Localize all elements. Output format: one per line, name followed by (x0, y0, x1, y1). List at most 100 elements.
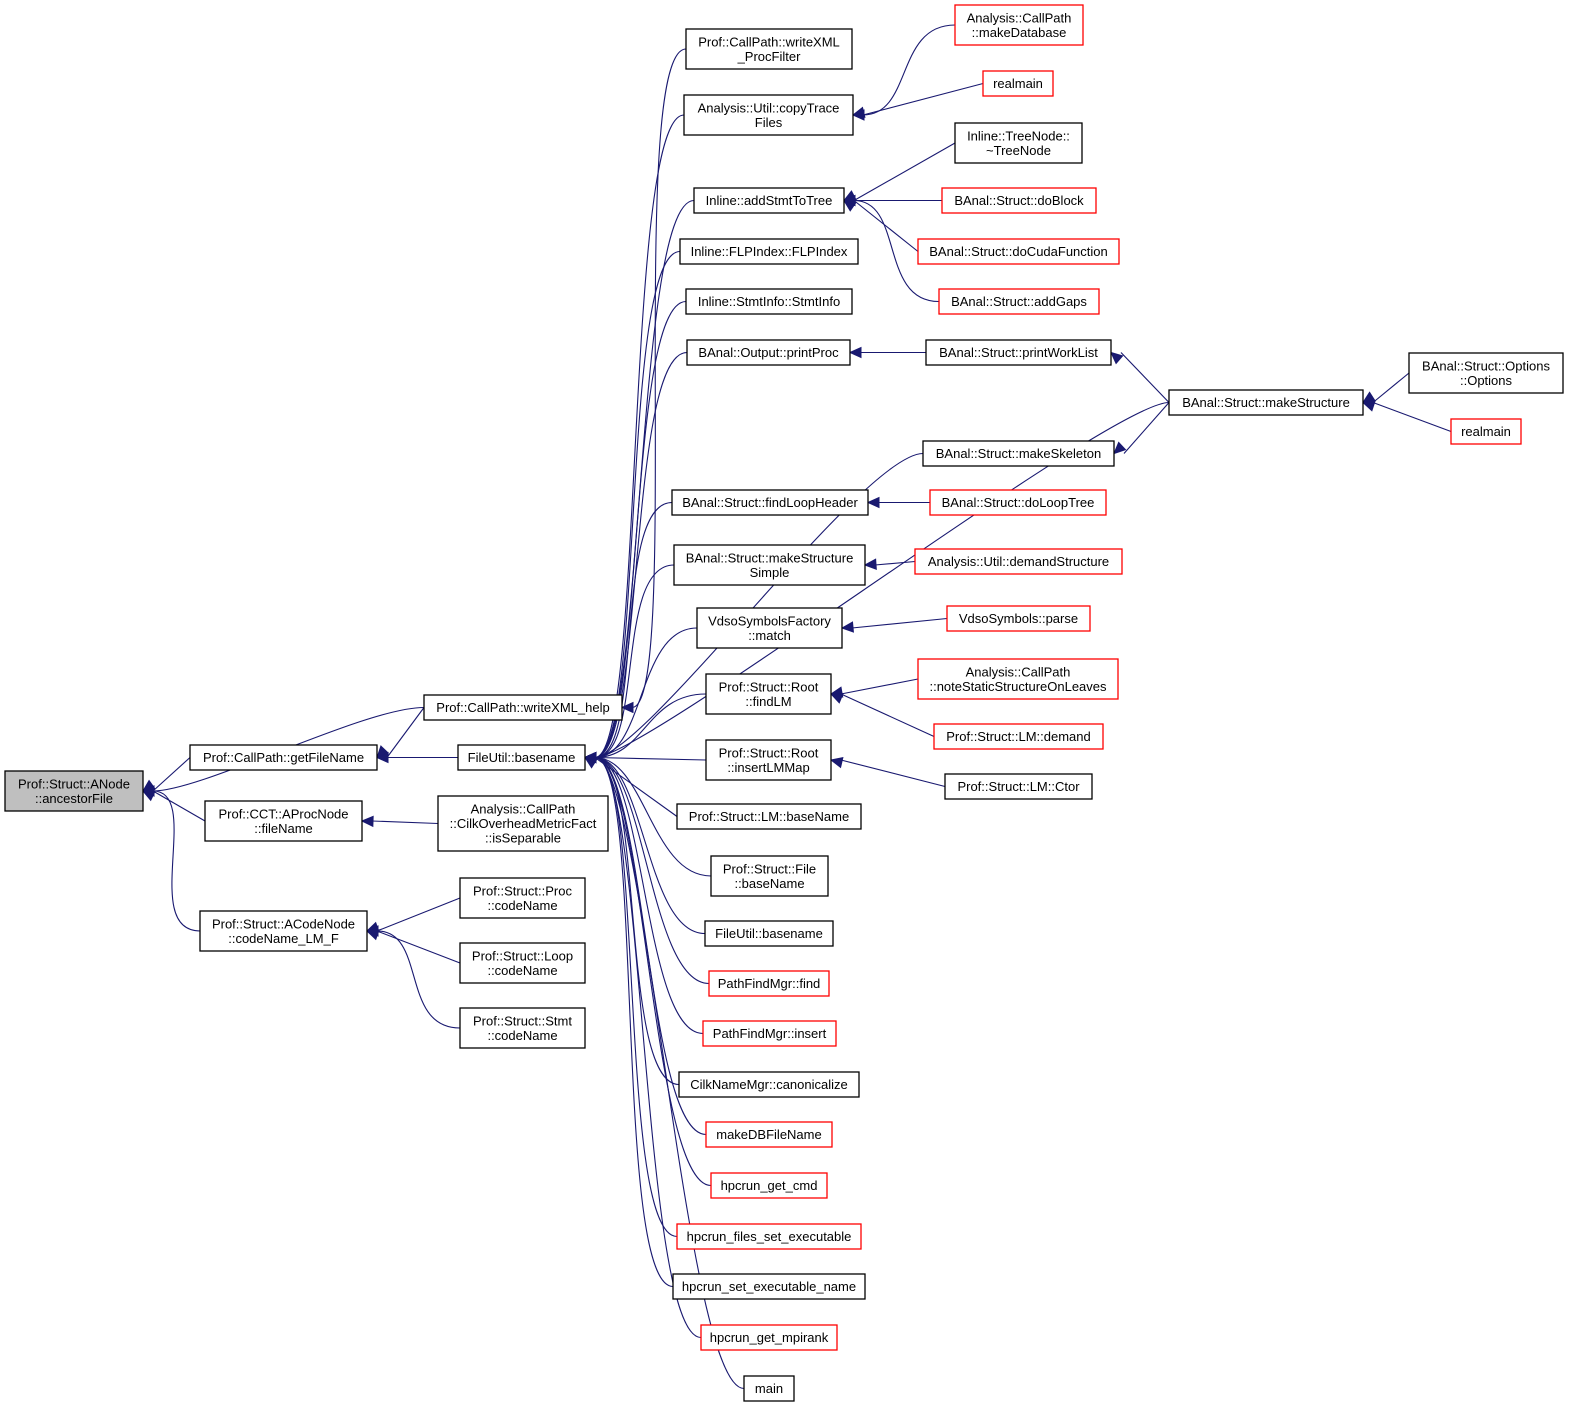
edge-line (594, 627, 698, 759)
edge-stmtCodeName-to-codeNameLMF (365, 925, 461, 1029)
graph-node-hpcrunGetMpirank[interactable]: hpcrun_get_mpirank (700, 1324, 838, 1351)
edge-makeStructure-to-printWorkList (1110, 351, 1170, 403)
node-box (1450, 418, 1522, 445)
node-box (672, 1273, 866, 1300)
node-label: main (755, 1381, 783, 1396)
graph-node-pfmFind[interactable]: PathFindMgr::find (708, 970, 830, 997)
graph-node-writeXML_help[interactable]: Prof::CallPath::writeXML_help (423, 694, 623, 721)
graph-node-isSeparable[interactable]: Analysis::CallPath::CilkOverheadMetricFa… (437, 795, 609, 852)
graph-node-loopCodeName[interactable]: Prof::Struct::Loop::codeName (459, 942, 586, 984)
graph-node-makeDBFileName[interactable]: makeDBFileName (705, 1121, 833, 1148)
node-label: Prof::Struct::Loop (472, 948, 573, 963)
graph-node-findLoopHeader[interactable]: BAnal::Struct::findLoopHeader (671, 489, 869, 516)
graph-node-cilkCanon[interactable]: CilkNameMgr::canonicalize (678, 1071, 860, 1098)
graph-node-makeSkeleton[interactable]: BAnal::Struct::makeSkeleton (922, 440, 1115, 467)
node-box (914, 548, 1123, 575)
node-box (204, 800, 363, 842)
node-box (705, 739, 832, 781)
node-box (708, 970, 830, 997)
graph-node-hpcrunGetCmd[interactable]: hpcrun_get_cmd (710, 1172, 828, 1199)
edge-line (1120, 352, 1170, 403)
edge-line (594, 351, 688, 759)
edge-makeStructureSimple-to-fuBasename (583, 564, 675, 764)
node-box (705, 1121, 833, 1148)
graph-node-main[interactable]: main (743, 1375, 795, 1402)
graph-node-makeDatabase[interactable]: Analysis::CallPath::makeDatabase (954, 4, 1084, 46)
node-label: realmain (993, 76, 1043, 91)
graph-node-lmCtor[interactable]: Prof::Struct::LM::Ctor (944, 773, 1093, 800)
edge-line (594, 756, 745, 1390)
graph-node-options[interactable]: BAnal::Struct::Options::Options (1408, 352, 1564, 394)
edge-line (152, 790, 201, 932)
graph-node-stmtInfo[interactable]: Inline::StmtInfo::StmtInfo (685, 288, 853, 315)
graph-node-insertLMMap[interactable]: Prof::Struct::Root::insertLMMap (705, 739, 832, 781)
node-box (946, 605, 1091, 632)
node-label: Prof::Struct::Proc (473, 883, 572, 898)
node-label: Prof::Struct::LM::baseName (689, 809, 849, 824)
node-label: Analysis::CallPath (471, 802, 576, 817)
edge-fuBasename-to-getFileName (375, 751, 458, 764)
graph-node-flpIndex[interactable]: Inline::FLPIndex::FLPIndex (679, 238, 859, 265)
graph-node-realmain1[interactable]: realmain (982, 70, 1054, 97)
node-label: BAnal::Struct::doCudaFunction (929, 244, 1108, 259)
node-label: VdsoSymbolsFactory (708, 613, 831, 628)
graph-node-aprocFileName[interactable]: Prof::CCT::AProcNode::fileName (204, 800, 363, 842)
graph-node-noteStatic[interactable]: Analysis::CallPath::noteStaticStructureO… (917, 658, 1119, 700)
node-box (693, 187, 845, 214)
graph-node-realmain2[interactable]: realmain (1450, 418, 1522, 445)
edge-line (840, 693, 935, 738)
arrowhead-icon (848, 346, 862, 359)
graph-node-fuBasename[interactable]: FileUtil::basename (457, 744, 586, 771)
graph-node-lmBaseName[interactable]: Prof::Struct::LM::baseName (676, 803, 862, 830)
arrowhead-icon (863, 558, 877, 570)
node-box (4, 770, 144, 812)
node-box (704, 920, 834, 947)
graph-node-getFileName[interactable]: Prof::CallPath::getFileName (189, 744, 378, 771)
graph-node-fileBaseName[interactable]: Prof::Struct::File::baseName (710, 855, 829, 897)
graph-node-addStmtToTree[interactable]: Inline::addStmtToTree (693, 187, 845, 214)
edge-line (594, 756, 710, 985)
node-label: Prof::Struct::Root (719, 745, 819, 760)
graph-node-hpcrunSetExeName[interactable]: hpcrun_set_executable_name (672, 1273, 866, 1300)
edge-line (594, 756, 706, 935)
graph-node-doBlock[interactable]: BAnal::Struct::doBlock (941, 187, 1097, 214)
graph-node-pfmInsert[interactable]: PathFindMgr::insert (702, 1020, 837, 1047)
graph-node-vdsoMatch[interactable]: VdsoSymbolsFactory::match (696, 607, 843, 649)
node-label: PathFindMgr::insert (713, 1026, 827, 1041)
graph-node-printProc[interactable]: BAnal::Output::printProc (686, 339, 851, 366)
graph-node-fuBasename2[interactable]: FileUtil::basename (704, 920, 834, 947)
graph-node-makeStructure[interactable]: BAnal::Struct::makeStructure (1168, 389, 1364, 416)
node-label: Prof::CCT::AProcNode (218, 806, 348, 821)
graph-node-writeXMLProcFilter[interactable]: Prof::CallPath::writeXML_ProcFilter (685, 28, 853, 70)
arrowhead-icon (375, 751, 389, 764)
node-box (459, 1007, 586, 1049)
graph-node-demandStructure[interactable]: Analysis::Util::demandStructure (914, 548, 1123, 575)
arrowhead-icon (866, 496, 880, 509)
edge-realmain1-to-copyTraceFiles (851, 82, 984, 118)
graph-node-doLoopTree[interactable]: BAnal::Struct::doLoopTree (929, 489, 1107, 516)
node-box (683, 94, 854, 136)
edge-procCodeName-to-codeNameLMF (365, 897, 461, 933)
graph-node-procCodeName[interactable]: Prof::Struct::Proc::codeName (459, 877, 586, 919)
graph-node-codeNameLMF[interactable]: Prof::Struct::ACodeNode::codeName_LM_F (199, 910, 368, 952)
graph-node-stmtCodeName[interactable]: Prof::Struct::Stmt::codeName (459, 1007, 586, 1049)
arrowhead-icon (141, 785, 155, 797)
graph-node-doCudaFunction[interactable]: BAnal::Struct::doCudaFunction (917, 238, 1120, 265)
graph-node-findLM[interactable]: Prof::Struct::Root::findLM (705, 673, 832, 715)
edge-demandStructure-to-makeStructureSimple (863, 558, 916, 570)
graph-node-hpcrunFilesSetExe[interactable]: hpcrun_files_set_executable (676, 1223, 862, 1250)
graph-node-ancestorFile: Prof::Struct::ANode::ancestorFile (4, 770, 144, 812)
graph-node-addGaps[interactable]: BAnal::Struct::addGaps (938, 288, 1100, 315)
edge-options-to-makeStructure (1361, 372, 1410, 404)
edge-line (152, 790, 206, 822)
graph-node-vdsoParse[interactable]: VdsoSymbols::parse (946, 605, 1091, 632)
graph-node-lmDemand[interactable]: Prof::Struct::LM::demand (933, 723, 1104, 750)
edge-line (152, 757, 191, 792)
edge-noteStatic-to-findLM (829, 678, 919, 698)
graph-node-printWorkList[interactable]: BAnal::Struct::printWorkList (925, 339, 1112, 366)
node-label: BAnal::Struct::makeStructure (1182, 395, 1350, 410)
graph-node-treeNodeDtor[interactable]: Inline::TreeNode::~TreeNode (954, 122, 1083, 164)
